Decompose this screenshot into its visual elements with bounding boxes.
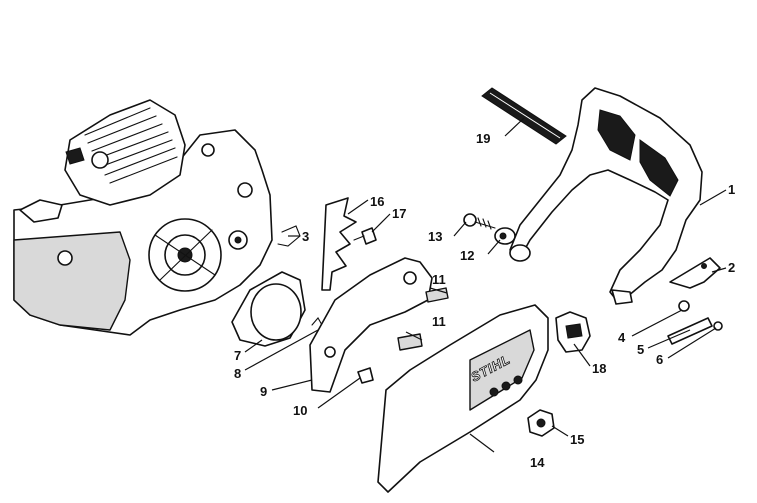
bolt-part-13 — [463, 213, 496, 230]
rubber-buffer-part-11b — [397, 333, 423, 351]
link-part-5 — [667, 317, 713, 345]
callout-11a: 11 — [432, 272, 446, 287]
callout-7: 7 — [234, 348, 241, 363]
engine-housing — [13, 99, 273, 336]
callout-10: 10 — [293, 403, 307, 418]
brake-band-part-16 — [321, 197, 357, 291]
callout-4: 4 — [618, 330, 626, 345]
callout-17: 17 — [392, 206, 406, 221]
callout-12: 12 — [460, 248, 474, 263]
callout-13: 13 — [428, 229, 442, 244]
callout-9: 9 — [260, 384, 267, 399]
screw-part-10 — [357, 367, 374, 384]
collar-nut-part-15 — [527, 409, 555, 437]
callout-19: 19 — [476, 131, 490, 146]
hand-guard-part-1 — [509, 87, 703, 305]
callout-3: 3 — [302, 229, 309, 244]
callout-1: 1 — [728, 182, 735, 197]
callout-5: 5 — [637, 342, 644, 357]
leader-lines — [244, 117, 727, 453]
grip-strip-part-19 — [481, 87, 567, 145]
sprocket-cover-part-14: STIHL — [377, 304, 549, 493]
screw-part-17 — [353, 227, 377, 245]
callout-2: 2 — [728, 260, 735, 275]
callout-6: 6 — [656, 352, 663, 367]
callout-15: 15 — [570, 432, 584, 447]
callout-18: 18 — [592, 361, 606, 376]
callout-8: 8 — [234, 366, 241, 381]
callout-16: 16 — [370, 194, 384, 209]
clutch-drum-cover-part-7 — [231, 271, 306, 347]
bracket-part-2 — [669, 257, 721, 289]
washer-part-4 — [678, 300, 690, 312]
callout-labels: 1 2 3 4 5 6 7 8 9 10 11 11 12 13 14 15 1… — [234, 131, 735, 470]
chain-tensioner-part-18 — [555, 311, 591, 353]
callout-14: 14 — [530, 455, 545, 470]
callout-11b: 11 — [432, 314, 446, 329]
